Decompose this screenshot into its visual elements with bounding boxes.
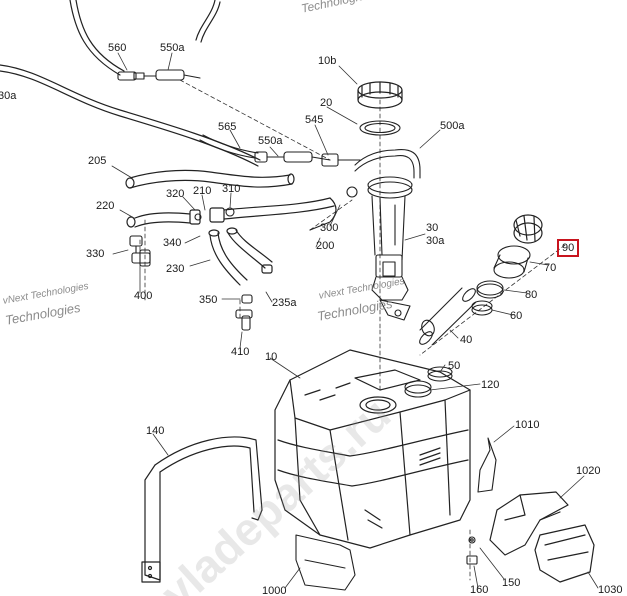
callout-310[interactable]: 310 — [222, 183, 241, 195]
callout-340[interactable]: 340 — [163, 237, 182, 249]
callout-50[interactable]: 50 — [448, 360, 461, 372]
guard-1030 — [534, 524, 595, 583]
callout-320[interactable]: 320 — [166, 188, 185, 200]
heat-shield-1000 — [295, 534, 356, 591]
hoses-230-235a — [208, 227, 273, 286]
callout-350[interactable]: 350 — [199, 294, 218, 306]
hose-500a — [354, 148, 421, 179]
callout-leaders — [111, 52, 599, 589]
hose-30a — [0, 0, 261, 167]
guard-1020 — [489, 491, 569, 556]
callout-120[interactable]: 120 — [481, 379, 500, 391]
callout-205[interactable]: 205 — [88, 155, 107, 167]
hose-200-220 — [126, 197, 337, 231]
lock-ring-10b — [357, 81, 403, 109]
callout-80[interactable]: 80 — [525, 289, 538, 301]
filler-cap-90 — [513, 214, 543, 244]
callout-10[interactable]: 10 — [265, 351, 278, 363]
clamp-50 — [427, 366, 453, 382]
grommet-120 — [404, 380, 432, 398]
callout-560[interactable]: 560 — [108, 42, 127, 54]
hose-565 — [199, 134, 361, 167]
callout-235a[interactable]: 235a — [272, 297, 297, 309]
callout-40[interactable]: 40 — [460, 334, 473, 346]
callout-1000[interactable]: 1000 — [262, 585, 287, 596]
callout-500a[interactable]: 500a — [440, 120, 465, 132]
callout-30a-left[interactable]: 30a — [0, 90, 17, 102]
callout-545[interactable]: 545 — [305, 114, 324, 126]
clamp-80 — [476, 280, 504, 299]
callout-20[interactable]: 20 — [320, 97, 333, 109]
callout-220[interactable]: 220 — [96, 200, 115, 212]
callout-70[interactable]: 70 — [544, 262, 557, 274]
filler-neck-70 — [493, 245, 531, 279]
fitting-330-400 — [129, 235, 151, 267]
callout-160[interactable]: 160 — [470, 584, 489, 596]
dashed-leaders — [139, 79, 566, 581]
fuel-pump-30 — [367, 176, 413, 321]
hose-205 — [125, 169, 295, 189]
callout-550a-mid[interactable]: 550a — [258, 135, 283, 147]
callout-230[interactable]: 230 — [166, 263, 185, 275]
gasket-20 — [359, 120, 401, 136]
fitting-350-410 — [235, 294, 253, 331]
callout-30a[interactable]: 30a — [426, 235, 445, 247]
callout-200[interactable]: 200 — [316, 240, 335, 252]
callout-1030[interactable]: 1030 — [598, 584, 623, 596]
callout-10b[interactable]: 10b — [318, 55, 337, 67]
callout-90[interactable]: 90 — [557, 239, 580, 257]
callout-330[interactable]: 330 — [86, 248, 105, 260]
heat-shield-1010 — [477, 437, 497, 493]
filler-hose-40 — [419, 287, 477, 346]
clamps — [194, 186, 358, 221]
callout-60[interactable]: 60 — [510, 310, 523, 322]
callout-410[interactable]: 410 — [231, 346, 250, 358]
fuel-tank-10 — [274, 349, 471, 549]
callout-140[interactable]: 140 — [146, 425, 165, 437]
callout-550a-top[interactable]: 550a — [160, 42, 185, 54]
connector-560 — [117, 69, 201, 81]
callout-300[interactable]: 300 — [320, 222, 339, 234]
strap-140 — [141, 436, 263, 583]
callout-30[interactable]: 30 — [426, 222, 439, 234]
callout-150[interactable]: 150 — [502, 577, 521, 589]
callout-1010[interactable]: 1010 — [515, 419, 540, 431]
callout-565[interactable]: 565 — [218, 121, 237, 133]
callout-210[interactable]: 210 — [193, 185, 212, 197]
callout-1020[interactable]: 1020 — [576, 465, 601, 477]
fastener-150-160 — [466, 536, 478, 565]
callout-400[interactable]: 400 — [134, 290, 153, 302]
